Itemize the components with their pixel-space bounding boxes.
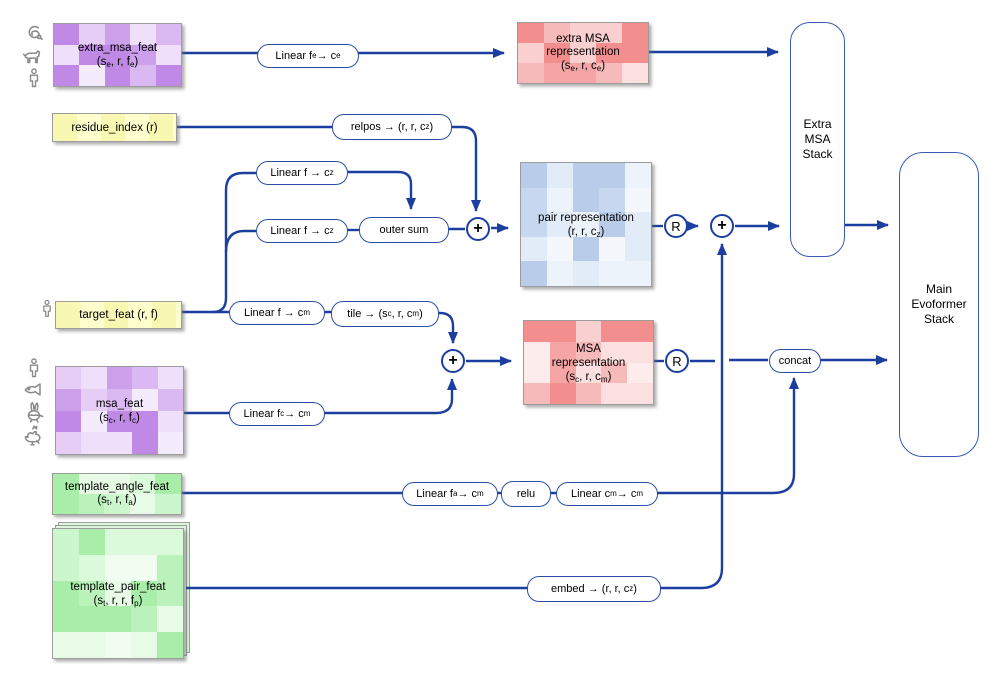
- extra-msa-representation-box: extra MSA representation (se, r, ce): [517, 22, 649, 84]
- target-source-icon: [38, 299, 56, 319]
- stack-label: Main Evoformer Stack: [911, 282, 967, 326]
- wire-target-branch-mid: [224, 229, 256, 253]
- person-icon: [29, 358, 39, 378]
- extra-msa-feat-heatmap: [54, 24, 181, 86]
- pill-concat: concat: [769, 349, 821, 373]
- recycle-operator-msa: R: [665, 349, 689, 373]
- template-angle-feat-box: template_angle_feat (st, r, fa): [52, 473, 182, 515]
- msa-rep-heatmap: [524, 321, 653, 404]
- msa-source-icons: [22, 358, 46, 447]
- template-pair-feat-box: template_pair_feat (st, r, r, fp): [52, 528, 184, 659]
- person-icon: [43, 299, 51, 317]
- msa-feat-box: msa_feat (sc, r, fc): [55, 366, 184, 455]
- recycle-operator-pair: R: [664, 214, 688, 238]
- representation-title: extra MSA representation: [546, 32, 620, 59]
- person-icon: [29, 68, 39, 88]
- wire-msa-feat-to-add: [182, 378, 457, 415]
- feature-title: template_pair_feat: [70, 580, 166, 593]
- feature-shape: (st, r, fa): [97, 494, 137, 507]
- pair-rep-heatmap: [521, 163, 651, 286]
- feature-shape: (se, r, fe): [96, 56, 139, 69]
- feature-title: extra_msa_feat: [77, 42, 158, 54]
- extra-msa-rep-heatmap: [518, 23, 648, 83]
- representation-shape: (r, r, cz): [567, 225, 605, 239]
- feature-title: msa_feat: [95, 397, 144, 410]
- target-feat-box: target_feat (r, f): [55, 301, 182, 329]
- wire-linear-cz-to-outersum: [345, 170, 416, 210]
- wire-tile-to-add: [437, 311, 458, 344]
- rooster-icon: [24, 425, 41, 446]
- extra-msa-source-icons: [22, 23, 46, 89]
- representation-title: MSA representation: [551, 342, 626, 369]
- wire-template-angle-chain: [180, 377, 799, 495]
- msa-feat-heatmap: [56, 367, 183, 454]
- pill-outer-sum: outer sum: [359, 217, 449, 243]
- stack-label: Extra MSA Stack: [802, 117, 833, 161]
- rabbit-icon: [27, 401, 43, 423]
- template-pair-heatmap: [53, 529, 183, 658]
- extra-msa-stack: Extra MSA Stack: [790, 22, 845, 257]
- feature-title: template_angle_feat: [64, 480, 170, 493]
- snake-icon: [28, 25, 44, 41]
- feature-shape: (sc, r, fc): [99, 411, 140, 425]
- dog-icon: [22, 50, 41, 64]
- representation-title: pair representation: [538, 211, 634, 224]
- feature-shape: (st, r, r, fp): [93, 594, 143, 608]
- add-operator-msa: +: [441, 349, 465, 373]
- wire-template-pair-embed: [186, 243, 727, 590]
- add-operator-recycle-pair: +: [710, 214, 734, 238]
- pill-relu: relu: [501, 481, 551, 507]
- template-angle-heatmap: [53, 474, 181, 514]
- main-evoformer-stack: Main Evoformer Stack: [899, 152, 979, 457]
- pair-representation-box: pair representation (r, r, cz): [520, 162, 652, 287]
- extra-msa-feat-box: extra_msa_feat (se, r, fe): [53, 23, 182, 87]
- feature-title: residue_index (r): [71, 121, 158, 134]
- wire-target-branch-up: [212, 171, 256, 314]
- representation-shape: (sc, r, cm): [565, 370, 612, 384]
- add-operator-pair: +: [466, 217, 490, 241]
- msa-representation-box: MSA representation (sc, r, cm): [523, 320, 654, 405]
- feature-title: target_feat (r, f): [79, 309, 158, 321]
- fish-icon: [24, 383, 41, 396]
- residue-index-box: residue_index (r): [52, 113, 177, 142]
- wire-residue-relpos-to-add: [175, 125, 481, 212]
- representation-shape: (se, r, ce): [560, 59, 606, 73]
